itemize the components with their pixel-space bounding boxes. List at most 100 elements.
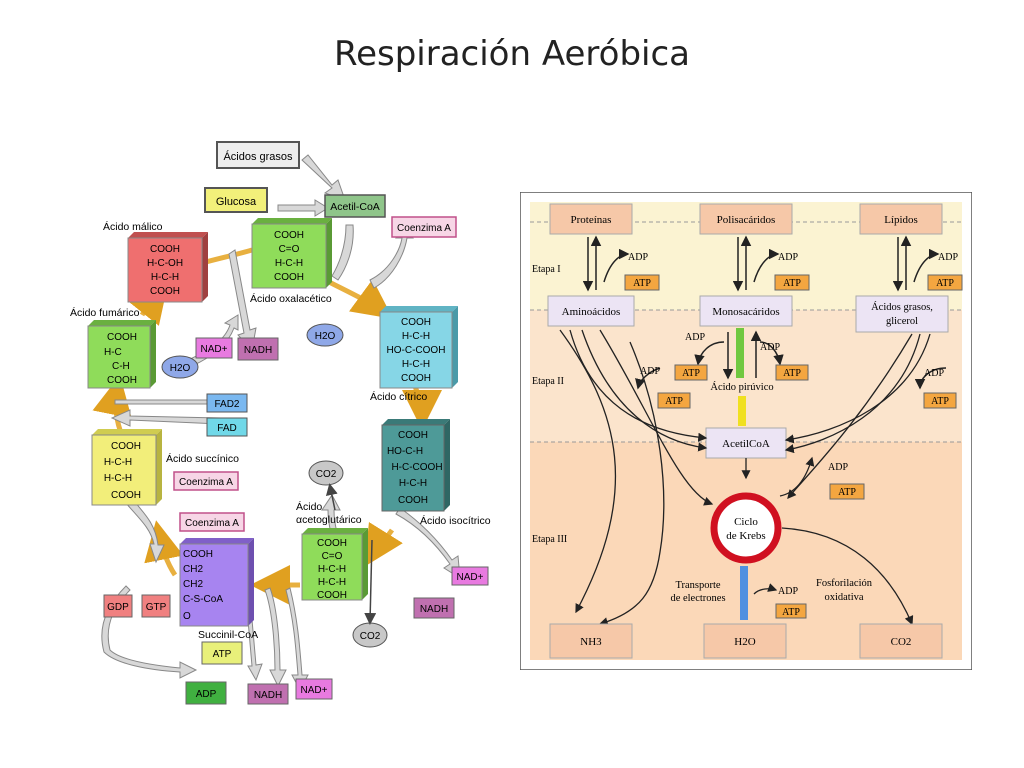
svg-text:Coenzima A: Coenzima A [185,518,239,529]
tag-atp: ATP [201,641,243,665]
molecule-citric-acid: COOH H-C-H HO-C-COOH H-C-H COOH Ácido cí… [370,306,458,403]
svg-text:ATP: ATP [665,396,683,407]
svg-text:AcetilCoA: AcetilCoA [722,438,770,450]
catabolic-flow-arrows [559,329,931,627]
svg-text:Coenzima A: Coenzima A [397,223,451,234]
svg-text:H-C: H-C [104,347,122,358]
svg-text:COOH: COOH [111,490,141,501]
svg-text:FAD: FAD [217,423,236,434]
svg-text:C=O: C=O [322,551,343,562]
tag-fad2: FAD2 [206,393,248,413]
tag-h2o-1: H2O [306,323,344,347]
tag-nad-plus-1: NAD+ [195,337,233,359]
svg-text:ATP: ATP [633,278,651,289]
svg-text:ADP: ADP [685,332,705,343]
svg-text:H-C-OH: H-C-OH [147,258,183,269]
svg-text:H-C-H: H-C-H [318,577,346,588]
svg-text:COOH: COOH [183,549,213,560]
tag-co2-1: CO2 [308,460,344,486]
svg-text:H-C-H: H-C-H [318,564,346,575]
stage1-conversions [582,235,940,292]
svg-text:Coenzima A: Coenzima A [179,477,233,488]
svg-text:H-C-H: H-C-H [104,457,132,468]
svg-text:CO2: CO2 [360,631,381,642]
pyruvate-bar [738,396,746,426]
svg-text:H2O: H2O [170,363,191,374]
oxidative-phosphorylation-label: Fosforilación oxidativa [816,578,873,603]
svg-text:Ciclo: Ciclo [734,516,758,528]
svg-text:Ácidos grasos: Ácidos grasos [223,150,293,163]
svg-text:ATP: ATP [213,649,232,660]
svg-text:ATP: ATP [936,278,954,289]
input-fatty-acids: Ácidos grasos [216,141,300,169]
svg-text:COOH: COOH [317,590,347,601]
monomer-fatty-acids-glycerol: Ácidos grasos, glicerol [855,295,949,333]
tag-nad-plus-3: NAD+ [295,678,333,700]
svg-text:COOH: COOH [107,332,137,343]
svg-text:NAD+: NAD+ [201,344,228,355]
svg-text:Fosforilación: Fosforilación [816,578,873,589]
stage1-adp-atp: ADP ATP ADP ATP ADP ATP [624,252,963,291]
svg-text:NADH: NADH [420,604,448,615]
svg-text:Glucosa: Glucosa [216,196,257,208]
svg-text:GTP: GTP [146,602,167,613]
tag-nadh-2: NADH [413,597,455,619]
monomer-monosaccharides: Monosacáridos [699,295,793,327]
tag-gdp: GDP [103,594,133,618]
svg-text:HO-C-COOH: HO-C-COOH [387,345,446,356]
svg-text:H-C-H: H-C-H [402,359,430,370]
svg-text:H-C-COOH: H-C-COOH [391,462,442,473]
stage3-adp-atp-bottom: ADP ATP [753,583,807,619]
svg-text:de Krebs: de Krebs [726,530,765,542]
stage-label-3: Etapa III [532,534,567,545]
svg-text:ADP: ADP [640,366,660,377]
monomer-amino-acids: Aminoácidos [547,295,635,327]
svg-text:Transporte: Transporte [675,580,720,591]
svg-text:ATP: ATP [783,368,801,379]
svg-text:H-C-H: H-C-H [402,331,430,342]
respiration-overview-diagram: Etapa I Etapa II Etapa III Proteínas Pol… [520,192,972,670]
svg-text:C=O: C=O [279,244,300,255]
svg-text:Ácido cítrico: Ácido cítrico [370,390,427,403]
input-acetyl-coa: Acetil-CoA [324,194,386,218]
svg-text:COOH: COOH [398,495,428,506]
svg-text:COOH: COOH [317,538,347,549]
slide-title: Respiración Aeróbica [333,34,691,74]
svg-text:Ácido málico: Ácido málico [103,220,163,233]
svg-text:ADP: ADP [924,368,944,379]
stage-label-1: Etapa I [532,264,561,275]
svg-text:ADP: ADP [760,342,780,353]
acetyl-coa-box: AcetilCoA [705,427,787,459]
svg-text:αcetoglutárico: αcetoglutárico [296,514,362,526]
molecule-fumaric-acid: Ácido fumárico COOH H-C C-H COOH [70,306,156,389]
svg-text:ADP: ADP [628,252,648,263]
product-co2: CO2 [859,623,943,659]
electron-transport-bar [740,566,748,620]
svg-text:ATP: ATP [782,607,800,618]
svg-text:NADH: NADH [254,690,282,701]
molecule-oxaloacetic-acid: COOH C=O H-C-H COOH Ácido oxalacético [250,218,332,305]
svg-text:Lípidos: Lípidos [884,214,918,226]
glycolysis-bar [736,328,744,378]
tag-coenzima-a-mid: Coenzima A [173,471,239,491]
svg-text:O: O [183,611,191,622]
source-proteins: Proteínas [549,203,633,235]
svg-text:H-C-H: H-C-H [104,473,132,484]
svg-text:ADP: ADP [196,689,217,700]
tag-h2o-2: H2O [161,355,199,379]
svg-text:ADP: ADP [828,462,848,473]
molecule-succinyl-coa: COOH CH2 CH2 C-S-CoA O Succinil-CoA [179,538,258,641]
pyruvic-acid-label: Ácido pirúvico [710,381,773,393]
source-polysaccharides: Polisacáridos [699,203,793,235]
tag-gtp: GTP [141,594,171,618]
tag-nadh-3: NADH [247,683,289,705]
tag-adp: ADP [185,681,227,705]
svg-text:Polisacáridos: Polisacáridos [717,214,776,226]
stage3-adp-atp-top: ADP ATP [828,462,865,500]
svg-text:COOH: COOH [401,373,431,384]
svg-text:Succinil-CoA: Succinil-CoA [198,629,258,641]
svg-text:CO2: CO2 [891,636,912,648]
svg-text:NADH: NADH [244,345,272,356]
molecule-isocitric-acid: COOH HO-C-H H-C-COOH H-C-H COOH Ácido is… [381,419,491,527]
svg-text:CO2: CO2 [316,469,337,480]
